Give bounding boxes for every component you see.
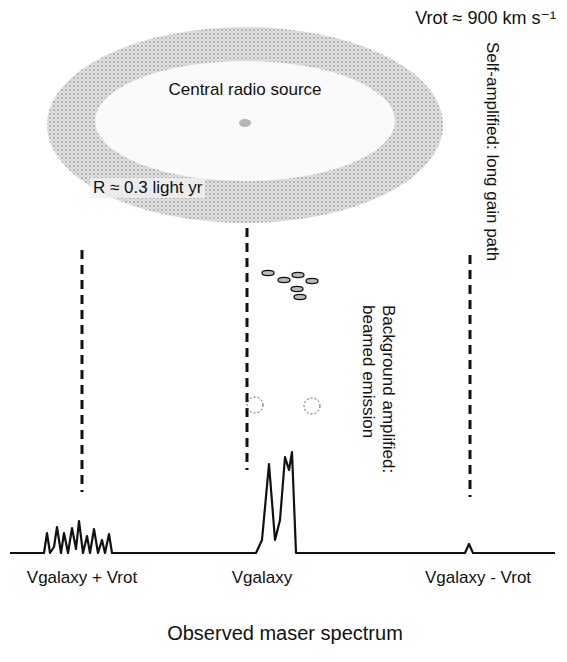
disk-hole — [95, 61, 395, 181]
velocity-label: Vgalaxy — [232, 568, 292, 588]
spectrum-caption: Observed maser spectrum — [167, 622, 403, 645]
maser-disk: Central radio source R ≈ 0.3 light yr — [45, 25, 445, 225]
beamed-note: Background amplified: beamed emission — [358, 305, 398, 535]
sight-line — [246, 228, 249, 470]
radio-core — [239, 119, 251, 127]
sight-line — [469, 255, 472, 497]
velocity-label: Vgalaxy + Vrot — [27, 568, 137, 588]
radius-label: R ≈ 0.3 light yr — [90, 178, 205, 198]
self-amplified-note: Self-amplified: long gain path — [482, 42, 502, 261]
maser-clumps — [262, 270, 318, 299]
sight-line — [81, 250, 84, 492]
disk-ring — [47, 27, 443, 223]
velocity-label: Vgalaxy - Vrot — [425, 568, 531, 588]
disk-title: Central radio source — [168, 80, 321, 100]
beam-circle — [247, 397, 263, 413]
rotation-speed: Vrot ≈ 900 km s⁻¹ — [415, 8, 556, 29]
maser-spectrum — [10, 452, 555, 553]
beam-circle — [304, 398, 320, 414]
